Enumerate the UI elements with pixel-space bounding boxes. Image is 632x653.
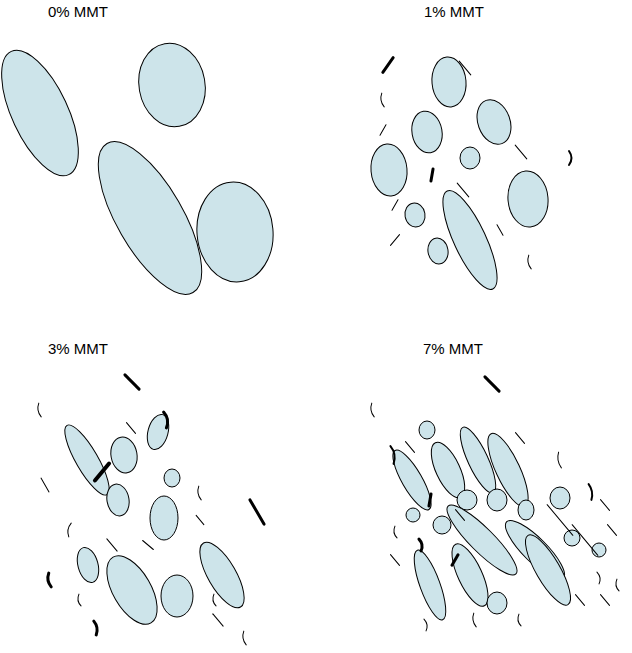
clay-platelet [242, 631, 246, 645]
clay-platelet [472, 613, 476, 627]
clay-platelet [250, 500, 264, 524]
dispersed-domain [408, 547, 452, 623]
dispersed-domain [132, 38, 212, 132]
dispersed-domain [564, 530, 580, 546]
dispersed-domain [433, 516, 451, 534]
clay-platelet [370, 403, 374, 417]
dispersed-domain [518, 529, 579, 610]
dispersed-domain [409, 109, 446, 156]
dispersed-domain [433, 184, 508, 295]
clay-platelet [393, 526, 397, 538]
clay-platelet [125, 375, 139, 389]
dispersed-domain [403, 201, 427, 228]
dispersed-domain [161, 575, 193, 617]
dispersed-domain [0, 40, 94, 187]
clay-platelet [601, 595, 610, 606]
dispersed-domain [460, 147, 480, 169]
clay-platelet [107, 539, 117, 551]
clay-platelet [197, 486, 201, 500]
clay-platelet [456, 510, 465, 521]
panel-title: 7% MMT [423, 340, 483, 358]
dispersed-domain [97, 548, 168, 633]
clay-platelet [457, 183, 469, 197]
clay-platelet [390, 446, 396, 464]
dispersed-domain [506, 169, 551, 228]
clay-platelet [391, 235, 400, 246]
clay-platelet [516, 433, 525, 444]
clay-platelet [589, 484, 594, 500]
clay-platelet [459, 61, 471, 75]
clay-platelet [497, 225, 503, 235]
clay-platelet [485, 377, 499, 391]
dispersed-domain [191, 536, 252, 614]
dispersed-domain [487, 489, 507, 511]
clay-platelet [424, 619, 428, 631]
dispersed-domain [550, 487, 570, 509]
clay-platelet [143, 541, 154, 550]
dispersed-domain [164, 469, 180, 487]
clay-platelet [429, 494, 431, 506]
clay-platelet [380, 93, 384, 107]
clay-platelet [419, 539, 423, 551]
panel-title: 1% MMT [424, 3, 484, 21]
clay-platelet [406, 442, 415, 453]
dispersed-domain [471, 95, 517, 149]
dispersed-domain [104, 482, 131, 517]
clay-platelet [94, 621, 98, 635]
dispersed-domain [150, 496, 178, 540]
clay-platelet [212, 594, 216, 606]
clay-platelet [164, 412, 169, 428]
dispersed-domain [480, 429, 536, 512]
clay-platelet [608, 525, 617, 536]
dispersed-domain [57, 420, 116, 500]
clay-platelet [383, 58, 393, 73]
clay-platelet [213, 614, 223, 626]
clay-platelet [95, 464, 109, 481]
clay-platelet [391, 555, 400, 566]
clay-platelet [196, 515, 204, 524]
clay-platelet [572, 525, 598, 556]
dispersed-domain [518, 500, 534, 520]
clay-platelet [37, 403, 41, 417]
dispersed-domain [406, 508, 420, 522]
clay-platelet [527, 255, 531, 269]
dispersed-domain [386, 446, 437, 515]
clay-platelet [431, 169, 433, 181]
panel-title: 3% MMT [48, 340, 108, 358]
clay-platelet [597, 572, 601, 584]
clay-platelet [569, 151, 572, 165]
dispersed-domain [193, 179, 277, 285]
dispersed-domain [457, 490, 477, 510]
clay-platelet [380, 125, 386, 135]
dispersed-domain [592, 543, 606, 557]
dispersed-domain [419, 421, 435, 439]
clay-platelet [452, 555, 458, 565]
clay-platelet [615, 579, 619, 591]
dispersed-domain [369, 143, 409, 198]
panel-title: 0% MMT [48, 3, 108, 21]
dispersed-domain [426, 236, 450, 265]
clay-platelet [392, 200, 398, 210]
dispersed-domain [74, 545, 103, 585]
clay-platelet [67, 523, 71, 537]
clay-platelet [547, 505, 573, 536]
dispersed-domain [144, 412, 173, 452]
clay-platelet [41, 478, 49, 492]
clay-platelet [47, 573, 51, 587]
clay-platelet [517, 614, 521, 626]
dispersed-domain [430, 56, 468, 109]
clay-platelet [576, 595, 585, 606]
dispersed-domain [487, 592, 507, 614]
clay-platelet [557, 452, 562, 468]
clay-platelet [77, 594, 81, 606]
clay-platelet [515, 145, 527, 159]
clay-platelet [127, 423, 136, 434]
clay-platelet [601, 500, 610, 511]
dispersed-domain [108, 435, 140, 475]
